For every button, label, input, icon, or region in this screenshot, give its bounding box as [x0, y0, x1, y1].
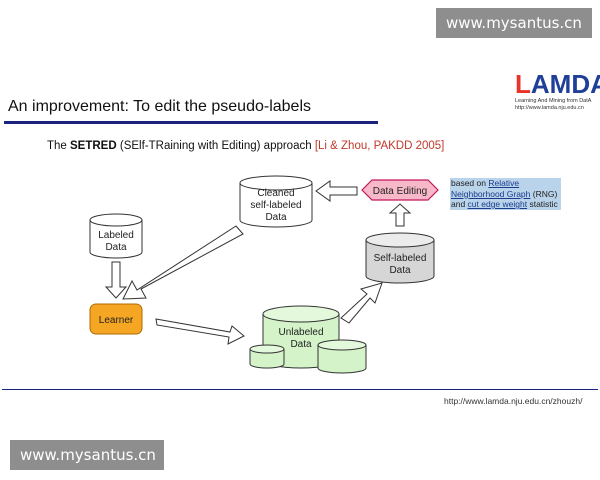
unlabeled-label-2: Data	[290, 339, 312, 350]
arrow-labeled-to-learner	[104, 261, 128, 299]
slide-subtitle: The SETRED (SElf-TRaining with Editing) …	[47, 140, 445, 152]
watermark-top: www.mysantus.cn	[436, 8, 592, 38]
lamda-logo: LAMDA Learning And Mining from DatA http…	[515, 69, 600, 122]
arrow-learner-to-unlabeled	[155, 318, 245, 345]
footer-url: http://www.lamda.nju.edu.cn/zhouzh/	[444, 396, 583, 406]
unlabeled-data-cylinders: Unlabeled Data	[249, 305, 367, 374]
citation: [Li & Zhou, PAKDD 2005]	[314, 140, 445, 152]
cleaned-label-3: Data	[265, 212, 287, 223]
selflabeled-label-1: Self-labeled	[374, 253, 427, 264]
labeled-data-label-2: Data	[105, 242, 127, 253]
labeled-data-label-1: Labeled	[98, 230, 134, 241]
unlabeled-label-1: Unlabeled	[278, 327, 323, 338]
cleaned-label-2: self-labeled	[250, 200, 301, 211]
editing-note: based on Relative Neighborhood Graph (RN…	[450, 178, 561, 210]
logo-url: http://www.lamda.nju.edu.cn	[515, 105, 584, 111]
logo-tagline: Learning And Mining from DatA	[515, 98, 592, 104]
setred-term: SETRED	[70, 140, 117, 152]
arrow-unlabeled-to-selflabeled	[340, 282, 383, 324]
watermark-bottom: www.mysantus.cn	[10, 440, 164, 470]
cleaned-label-1: Cleaned	[257, 188, 294, 199]
slide-title: An improvement: To edit the pseudo-label…	[8, 98, 311, 115]
link-relative[interactable]: Relative	[488, 178, 520, 188]
data-editing-hexagon: Data Editing	[361, 179, 439, 201]
cleaned-data-cylinder: Cleaned self-labeled Data	[239, 175, 313, 228]
learner-box: Learner	[89, 303, 143, 335]
link-cut-edge[interactable]: cut edge weight	[467, 199, 528, 209]
title-underline	[4, 121, 378, 124]
data-editing-label: Data Editing	[373, 186, 427, 197]
arrow-selflabeled-to-editing	[388, 203, 412, 227]
selflabeled-data-cylinder: Self-labeled Data	[365, 232, 435, 284]
arrow-editing-to-cleaned	[315, 180, 358, 202]
labeled-data-cylinder: Labeled Data	[89, 213, 143, 259]
footer-rule	[2, 389, 598, 390]
selflabeled-label-2: Data	[389, 265, 411, 276]
link-rng[interactable]: Neighborhood Graph	[451, 188, 531, 199]
logo-wordmark: LAMDA	[515, 69, 600, 99]
learner-label: Learner	[99, 315, 134, 326]
arrow-cleaned-to-learner	[122, 225, 244, 300]
